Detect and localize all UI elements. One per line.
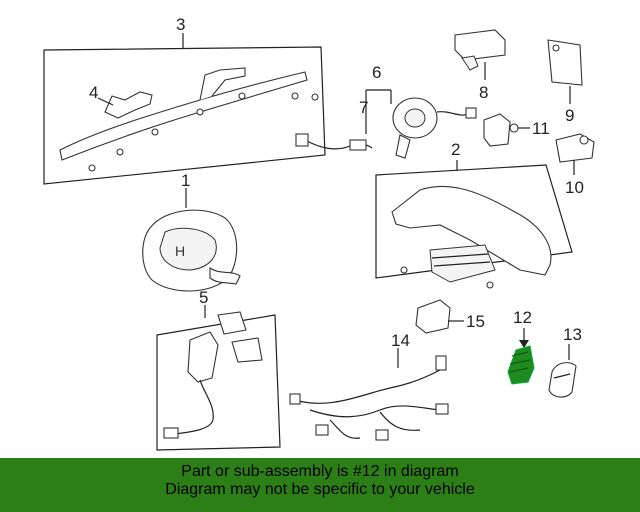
callout-14: 14 (391, 331, 410, 350)
callout-3: 3 (176, 15, 185, 34)
info-banner: Part or sub-assembly is #12 in diagram D… (0, 458, 640, 512)
part-7-cable (295, 133, 373, 151)
parts-diagram: 3 4 1 H 6 7 8 9 1 (43, 15, 595, 451)
part-1-driver-airbag: H (142, 209, 241, 292)
part-6-clock-spring (392, 97, 477, 159)
part-11-sensor (483, 113, 519, 147)
callout-6: 6 (372, 63, 381, 82)
callout-12-arrow (519, 340, 529, 348)
callout-4: 4 (89, 83, 98, 102)
part-2-passenger-airbag (375, 164, 573, 289)
part-5-side-airbag (156, 311, 281, 451)
callout-13: 13 (563, 325, 582, 344)
part-13-cover (548, 362, 577, 398)
callout-11: 11 (532, 119, 550, 138)
part-10-sensor (555, 133, 595, 163)
callout-1: 1 (181, 171, 190, 190)
part-9-bracket (547, 39, 583, 86)
callout-9: 9 (565, 106, 574, 125)
part-8-sensor (454, 29, 506, 71)
callout-8: 8 (479, 83, 488, 102)
banner-line-2: Diagram may not be specific to your vehi… (165, 481, 475, 498)
callout-12: 12 (513, 308, 532, 327)
part-14-wire-harness (289, 355, 449, 441)
svg-text:H: H (175, 243, 185, 259)
part-15-module (415, 299, 451, 334)
callout-7: 7 (359, 98, 368, 117)
callout-5: 5 (199, 288, 208, 307)
part-3-curtain-airbag (43, 46, 326, 185)
banner-line-1: Part or sub-assembly is #12 in diagram (181, 463, 459, 480)
callout-10: 10 (565, 178, 584, 197)
callout-2: 2 (451, 140, 460, 159)
part-12-highlighted (507, 345, 535, 385)
callout-15: 15 (466, 312, 485, 331)
